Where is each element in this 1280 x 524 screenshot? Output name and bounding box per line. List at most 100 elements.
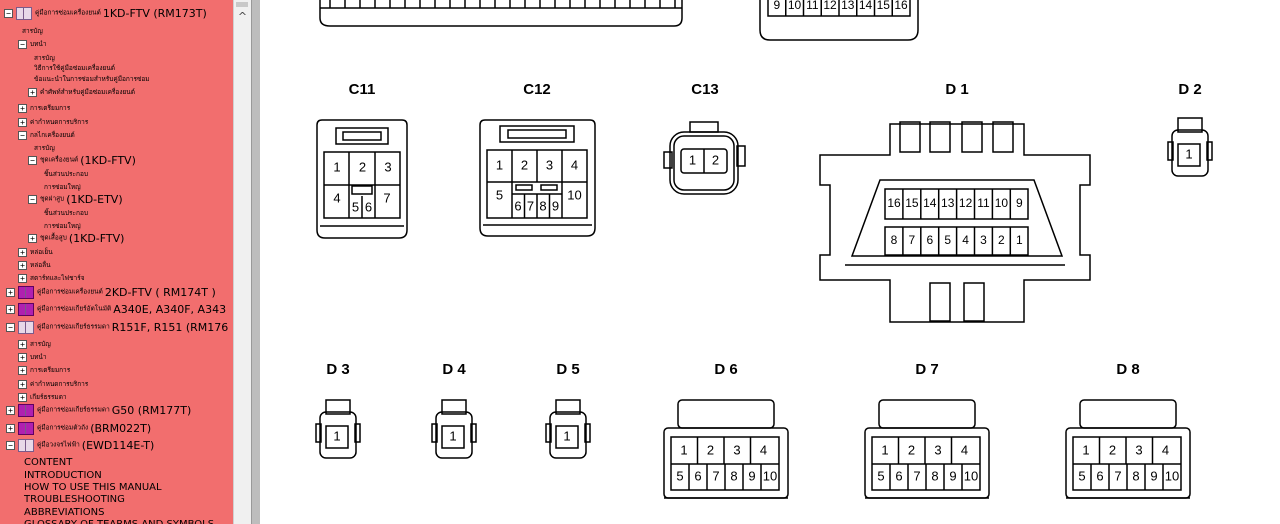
tree-item[interactable]: การซ่อมใหญ่ bbox=[44, 181, 81, 194]
connector-body bbox=[669, 131, 739, 195]
collapse-icon[interactable]: − bbox=[6, 440, 15, 450]
tree-item[interactable]: วิธีการใช้คู่มือซ่อมเครื่องยนต์ bbox=[34, 62, 115, 75]
tree-item-label: การซ่อมใหญ่ bbox=[44, 222, 81, 230]
expand-icon[interactable]: + bbox=[18, 353, 27, 362]
tree-item[interactable]: CONTENT bbox=[24, 456, 72, 469]
expand-icon[interactable]: + bbox=[18, 118, 27, 127]
scroll-up-arrow-icon[interactable]: ^ bbox=[237, 10, 248, 23]
expand-icon[interactable]: + bbox=[18, 366, 27, 375]
expand-icon[interactable]: + bbox=[28, 233, 37, 243]
tree-item[interactable]: −บทนำ bbox=[18, 38, 47, 51]
tree-item-label: เกียร์ธรรมดา bbox=[30, 393, 67, 401]
expand-icon[interactable]: + bbox=[6, 304, 15, 314]
pin-number: 4 bbox=[1162, 442, 1169, 457]
tree-item[interactable]: +คู่มือการซ่อมตัวถัง(BRM022T) bbox=[6, 421, 151, 435]
tree-item[interactable]: +การเตรียมการ bbox=[18, 364, 70, 377]
connector-body bbox=[319, 0, 683, 27]
pin-number: 9 bbox=[552, 198, 559, 213]
tree-item[interactable]: −ชุดเครื่องยนต์(1KD-FTV) bbox=[28, 153, 136, 167]
pin-number: 2 bbox=[712, 152, 719, 167]
expand-icon[interactable]: + bbox=[18, 274, 27, 283]
tree-item[interactable]: +สตาร์ทและไฟชาร์จ bbox=[18, 272, 85, 285]
pin-number: 8 bbox=[1132, 468, 1139, 483]
tree-item[interactable]: +หล่อเย็น bbox=[18, 246, 53, 259]
tree-item-code: 2KD-FTV ( RM174T ) bbox=[104, 285, 216, 299]
tree-item[interactable]: +ค่ากำหนดการบริการ bbox=[18, 116, 88, 129]
tree-item[interactable]: +เกียร์ธรรมดา bbox=[18, 391, 67, 404]
expand-icon[interactable]: + bbox=[18, 393, 27, 402]
tree-item[interactable]: ชิ้นส่วนประกอบ bbox=[44, 207, 88, 220]
pin-number: 7 bbox=[1114, 468, 1121, 483]
expand-icon[interactable]: + bbox=[18, 104, 27, 113]
tree-item[interactable]: +การเตรียมการ bbox=[18, 102, 70, 115]
pin-number: 2 bbox=[998, 233, 1005, 247]
tree-item[interactable]: สารบัญ bbox=[34, 142, 55, 155]
tree-item[interactable]: −คู่มือวงจรไฟฟ้า(EWD114E-T) bbox=[6, 438, 154, 452]
book-icon bbox=[18, 438, 34, 452]
tree-item-code: GLOSSARY OF TEARMS AND SYMBOLS bbox=[24, 519, 214, 524]
tree-item[interactable]: การซ่อมใหญ่ bbox=[44, 220, 81, 233]
pin-number: 14 bbox=[923, 196, 937, 210]
collapse-icon[interactable]: − bbox=[4, 8, 13, 18]
expand-icon[interactable]: + bbox=[18, 261, 27, 270]
connector-body bbox=[663, 427, 789, 499]
collapse-icon[interactable]: − bbox=[28, 155, 37, 165]
tree-item[interactable]: +สารบัญ bbox=[18, 338, 51, 351]
side-tab bbox=[584, 423, 591, 443]
pin-number: 13 bbox=[841, 0, 855, 12]
tree-item[interactable]: สารบัญ bbox=[34, 52, 55, 65]
tree-item[interactable]: INTRODUCTION bbox=[24, 469, 102, 482]
collapse-icon[interactable]: − bbox=[18, 40, 27, 49]
pin-number: 5 bbox=[676, 468, 683, 483]
expand-icon[interactable]: + bbox=[18, 340, 27, 349]
pin-block bbox=[325, 425, 349, 449]
side-tab bbox=[663, 151, 673, 169]
tree-item[interactable]: +ชุดเสื้อสูบ(1KD-FTV) bbox=[28, 231, 124, 245]
expand-icon[interactable]: + bbox=[18, 248, 27, 257]
tree-item[interactable]: −กลไกเครื่องยนต์ bbox=[18, 129, 75, 142]
connector-body bbox=[316, 119, 408, 239]
pin-number: 1 bbox=[1185, 146, 1192, 161]
collapse-icon[interactable]: − bbox=[6, 322, 15, 332]
connector-latch bbox=[1079, 399, 1177, 429]
connector-latch-slot bbox=[507, 129, 567, 139]
pin-number: 16 bbox=[887, 196, 901, 210]
pin-number: 2 bbox=[521, 157, 528, 172]
tree-item[interactable]: +คำศัพท์สำหรับคู่มือซ่อมเครื่องยนต์ bbox=[28, 86, 135, 99]
expand-icon[interactable]: + bbox=[18, 380, 27, 389]
expand-icon[interactable]: + bbox=[6, 405, 15, 415]
sidebar-scrollbar[interactable]: ^ bbox=[233, 0, 251, 524]
expand-icon[interactable]: + bbox=[28, 88, 37, 97]
pin-number: 1 bbox=[333, 159, 340, 174]
tree-item[interactable]: +บทนำ bbox=[18, 351, 47, 364]
tree-item-code: INTRODUCTION bbox=[24, 470, 102, 481]
tree-item-code: TROUBLESHOOTING bbox=[24, 494, 125, 505]
tree-item[interactable]: −คู่มือการซ่อมเครื่องยนต์1KD-FTV (RM173T… bbox=[4, 6, 207, 20]
expand-icon[interactable]: + bbox=[6, 287, 15, 297]
collapse-icon[interactable]: − bbox=[18, 131, 27, 140]
pin-number: 10 bbox=[1165, 468, 1179, 483]
tree-item[interactable]: +ค่ากำหนดการบริการ bbox=[18, 378, 88, 391]
tree-item[interactable]: ABBREVIATIONS bbox=[24, 506, 104, 519]
tree-item[interactable]: +หล่อลื่น bbox=[18, 259, 51, 272]
connector-latch bbox=[499, 125, 575, 143]
tree-item[interactable]: ข้อแนะนำในการซ่อมสำหรับคู่มือการซ่อม bbox=[34, 73, 150, 86]
pin-number: 11 bbox=[977, 196, 990, 210]
tree-item[interactable]: +คู่มือการซ่อมเครื่องยนต์2KD-FTV ( RM174… bbox=[6, 285, 216, 299]
scrollbar-thumb[interactable] bbox=[236, 2, 248, 7]
tree-item-label: คู่มือการซ่อมเกียร์ธรรมดา bbox=[37, 405, 110, 414]
tree-item[interactable]: −ชุดฝาสูบ(1KD-ETV) bbox=[28, 192, 123, 206]
connector-body bbox=[1171, 129, 1209, 177]
tree-item[interactable]: TROUBLESHOOTING bbox=[24, 493, 125, 506]
tree-item[interactable]: HOW TO USE THIS MANUAL bbox=[24, 481, 162, 494]
tree-item[interactable]: +คู่มือการซ่อมเกียร์อัตโนมัติA340E, A340… bbox=[6, 302, 226, 316]
collapse-icon[interactable]: − bbox=[28, 194, 37, 204]
tree-item[interactable]: ชิ้นส่วนประกอบ bbox=[44, 168, 88, 181]
expand-icon[interactable]: + bbox=[6, 423, 15, 433]
tree-item[interactable]: GLOSSARY OF TEARMS AND SYMBOLS bbox=[24, 518, 214, 524]
manual-tree-sidebar[interactable]: −คู่มือการซ่อมเครื่องยนต์1KD-FTV (RM173T… bbox=[0, 0, 233, 524]
tree-item[interactable]: สารบัญ bbox=[22, 25, 43, 38]
